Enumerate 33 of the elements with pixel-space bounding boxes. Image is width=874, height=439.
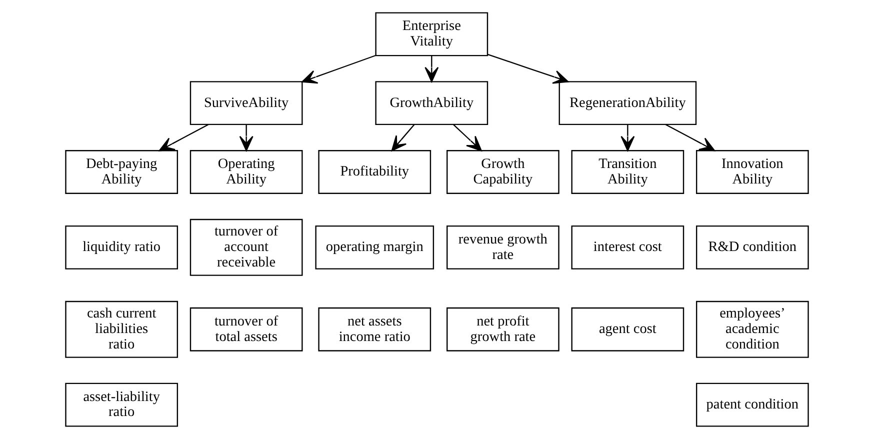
node-box: patent condition <box>696 382 809 427</box>
node-box: revenue growth rate <box>446 225 560 270</box>
arrow <box>391 124 415 152</box>
arrow <box>488 54 569 84</box>
arrow <box>620 124 635 152</box>
node-box: net assets income ratio <box>318 307 432 352</box>
node-box: agent cost <box>571 307 684 352</box>
arrow <box>453 124 482 152</box>
node-box: GrowthAbility <box>375 81 488 126</box>
arrow <box>424 56 439 82</box>
node-box: liquidity ratio <box>65 225 178 270</box>
node-box: Transition Ability <box>571 150 684 194</box>
arrow <box>666 124 716 152</box>
node-box: Innovation Ability <box>696 150 809 194</box>
arrow <box>302 54 376 84</box>
node-box: Profitability <box>318 150 432 194</box>
node-box: operating margin <box>315 225 434 270</box>
node-box: SurviveAbility <box>190 81 303 126</box>
node-box: interest cost <box>571 225 684 270</box>
arrow <box>158 124 208 152</box>
node-box: turnover of total assets <box>190 307 303 352</box>
node-box: RegenerationAbility <box>558 81 697 126</box>
node-box: cash current liabilities ratio <box>65 300 178 358</box>
node-box: turnover of account receivable <box>190 218 303 276</box>
node-box: Enterprise Vitality <box>375 12 488 56</box>
node-box: employees’ academic condition <box>696 300 809 358</box>
node-box: asset-liability ratio <box>65 382 178 427</box>
node-box: R&D condition <box>696 225 809 270</box>
node-box: Operating Ability <box>190 150 303 194</box>
arrow <box>239 124 254 152</box>
node-box: net profit growth rate <box>446 307 560 352</box>
node-box: Growth Capability <box>446 150 560 194</box>
node-box: Debt-paying Ability <box>65 150 178 194</box>
